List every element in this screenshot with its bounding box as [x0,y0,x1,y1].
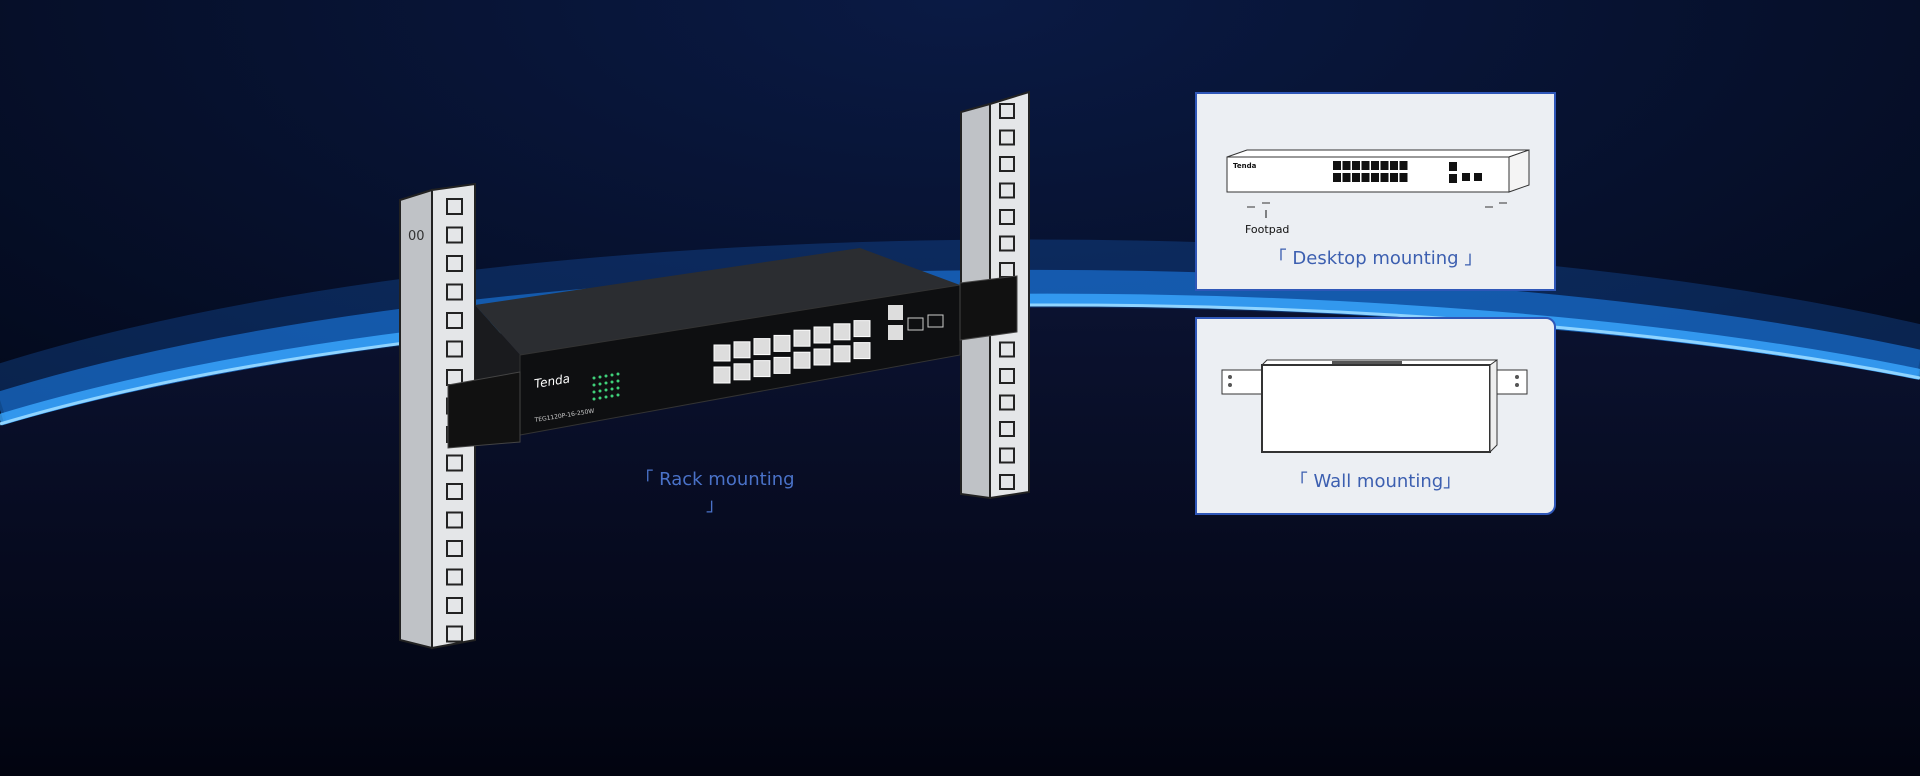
rail-hole [446,625,463,643]
rail-hole [446,312,463,329]
rail-hole [446,540,463,557]
ethernet-port [773,334,791,352]
uplink-port [888,305,903,320]
rack-rail-left: 00 [399,182,476,650]
status-led [604,374,608,378]
rail-hole [446,255,463,272]
ethernet-port [1371,161,1379,170]
status-led [592,397,596,401]
ethernet-port [1380,161,1389,170]
wall-mounting-card: 「 Wall mounting」 [1195,317,1556,515]
rail-hole [446,454,463,472]
status-led [616,372,620,376]
rail-hole [446,597,463,614]
ethernet-port [1361,161,1370,170]
rail-hole [999,368,1015,384]
ethernet-port [1361,173,1370,182]
status-led [598,389,602,393]
rail-hole [999,341,1015,358]
desktop-mounting-card: Tenda Footpad 「 Desktop mounting 」 [1195,92,1556,291]
ethernet-port [813,326,831,344]
rail-hole [999,129,1015,146]
ethernet-port [853,342,871,360]
uplink-port [1449,174,1457,183]
uplink-port [888,325,903,340]
rail-hole [999,209,1015,225]
ethernet-port [793,351,811,369]
desktop-mounting-caption: 「 Desktop mounting 」 [1268,248,1483,269]
ethernet-port [833,323,851,341]
rack-mounting-caption: 「 Rack mounting 」 [635,469,795,516]
sfp-port [927,314,944,328]
rail-hole [999,474,1015,490]
status-led [610,380,614,384]
ethernet-port [1390,173,1398,182]
ethernet-port [713,344,731,362]
ethernet-port [753,338,771,356]
rail-hole [446,511,463,529]
wall-switch-drawing [1221,359,1528,454]
status-led [598,396,602,400]
rail-hole [446,340,463,358]
status-led [616,379,620,383]
rail-hole [446,483,463,500]
ethernet-port [1390,161,1398,170]
rack-switch: Tenda TEG1120P-16-250W [447,248,1018,449]
ethernet-port [713,366,731,384]
status-led [598,375,602,379]
ethernet-port [1342,173,1351,182]
desktop-switch-drawing: Tenda [1226,149,1530,218]
ethernet-port [833,345,851,363]
sfp-port [907,317,924,331]
svg-text:00: 00 [408,229,425,244]
status-led [616,386,620,390]
ethernet-port [1380,173,1389,182]
rail-hole [446,226,463,244]
rail-hole [446,283,463,301]
ethernet-port [1352,173,1360,182]
rail-hole [446,198,463,215]
ethernet-port [813,348,831,366]
switch-brand: Tenda [533,372,571,391]
status-led [592,390,596,394]
ethernet-port [733,341,751,359]
sfp-port [1462,173,1470,181]
rail-hole [999,394,1015,411]
status-led [610,373,614,377]
rail-hole [999,156,1015,172]
status-led [592,376,596,380]
ethernet-port [1342,161,1351,170]
ethernet-port [853,320,871,338]
status-led [592,383,596,387]
ethernet-port [1399,161,1408,170]
ethernet-port [1352,161,1360,170]
footpad-label: Footpad [1245,223,1290,236]
ethernet-port [1399,173,1408,182]
status-led [610,387,614,391]
status-led [598,382,602,386]
status-led [604,395,608,399]
ethernet-port [773,356,791,374]
uplink-port [1449,162,1457,171]
status-led [610,394,614,398]
ethernet-port [753,360,771,378]
status-led [616,393,620,397]
rail-hole [999,447,1015,464]
rail-hole [999,182,1015,199]
ethernet-port [1333,161,1341,170]
ethernet-port [733,363,751,381]
status-led [604,381,608,385]
ethernet-port [1333,173,1341,182]
desktop-switch-brand: Tenda [1233,162,1257,170]
rail-hole [999,421,1015,437]
rail-hole [999,103,1015,119]
wall-mounting-caption: 「 Wall mounting」 [1289,471,1462,492]
status-led [604,388,608,392]
ethernet-port [793,329,811,347]
ethernet-port [1371,173,1379,182]
rail-hole [999,235,1015,252]
sfp-port [1474,173,1482,181]
rail-hole [446,568,463,586]
